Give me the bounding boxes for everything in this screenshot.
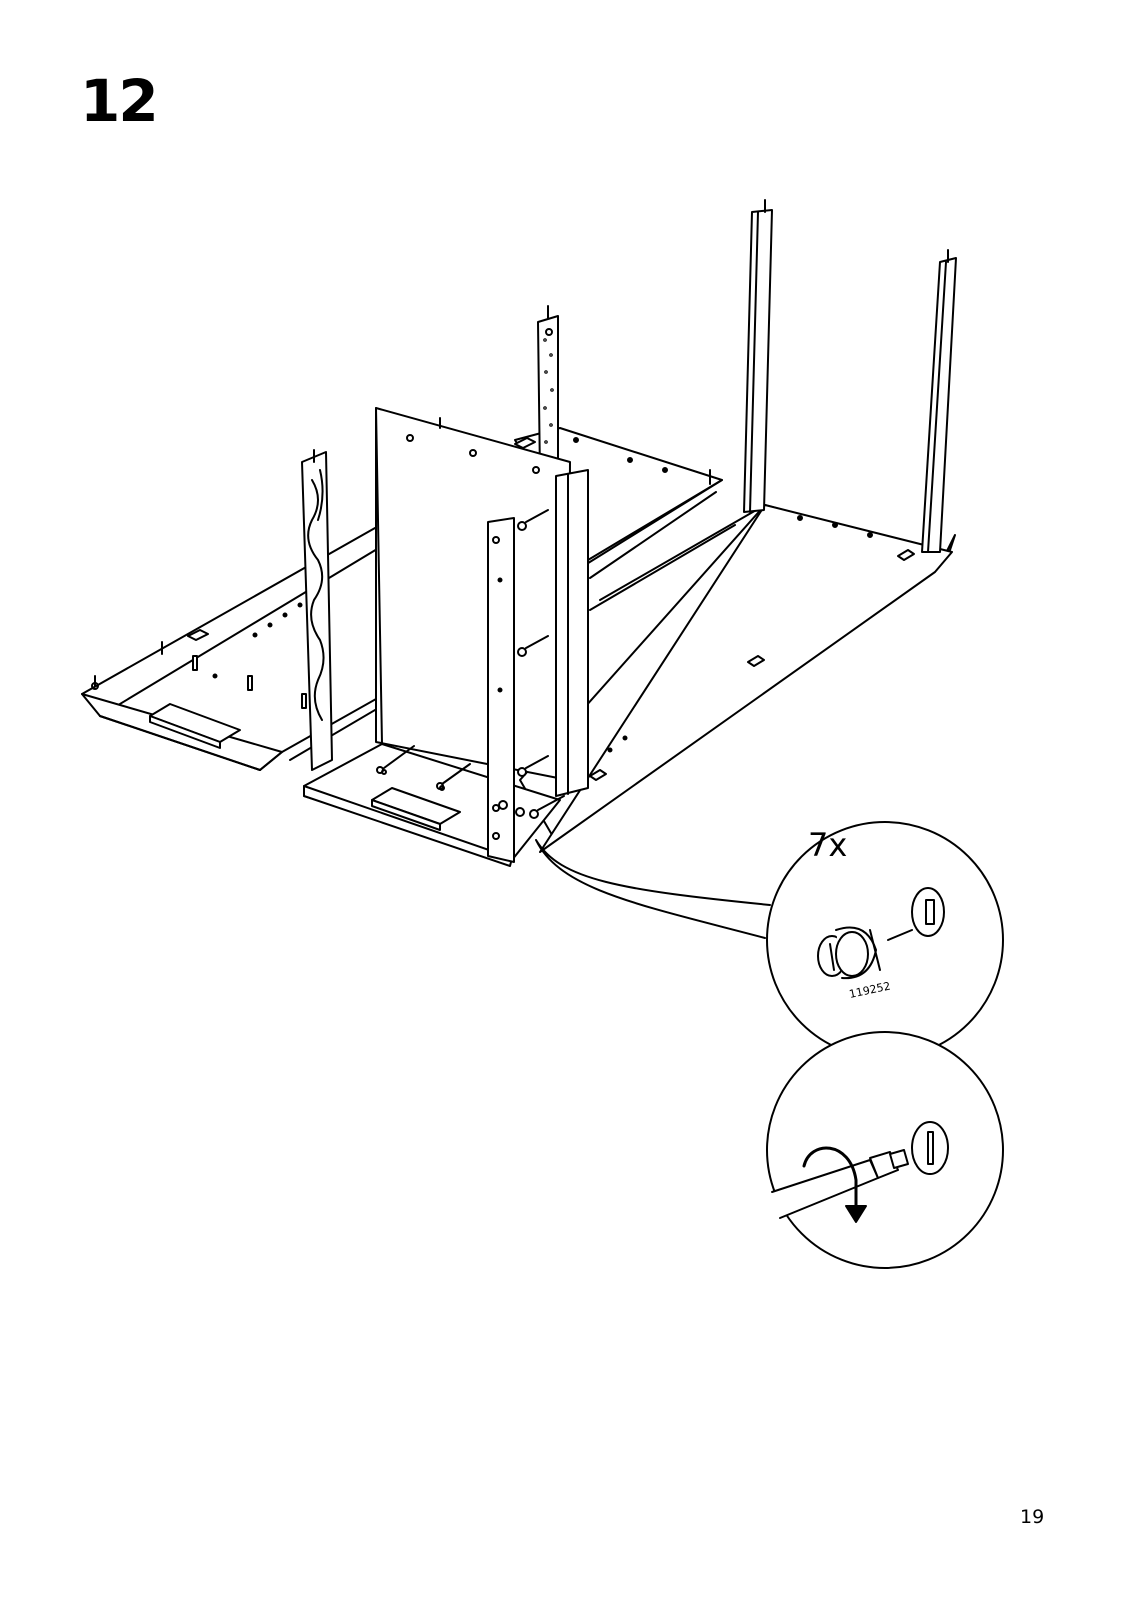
front-upright-right xyxy=(556,470,588,796)
patterned-upright xyxy=(302,450,332,770)
left-base-panel xyxy=(82,528,392,770)
center-side-panel xyxy=(376,408,570,790)
quantity-label: 7x xyxy=(808,826,847,864)
back-upright-left xyxy=(744,200,772,512)
detail-circle-cam-fitting xyxy=(767,822,1003,1058)
page-number: 19 xyxy=(1020,1508,1044,1527)
detail-circle-tighten xyxy=(767,1032,1003,1268)
callout-leader xyxy=(536,840,770,938)
speckled-upright xyxy=(538,306,558,476)
front-upright-left xyxy=(488,518,514,862)
back-upright-right xyxy=(922,250,956,552)
